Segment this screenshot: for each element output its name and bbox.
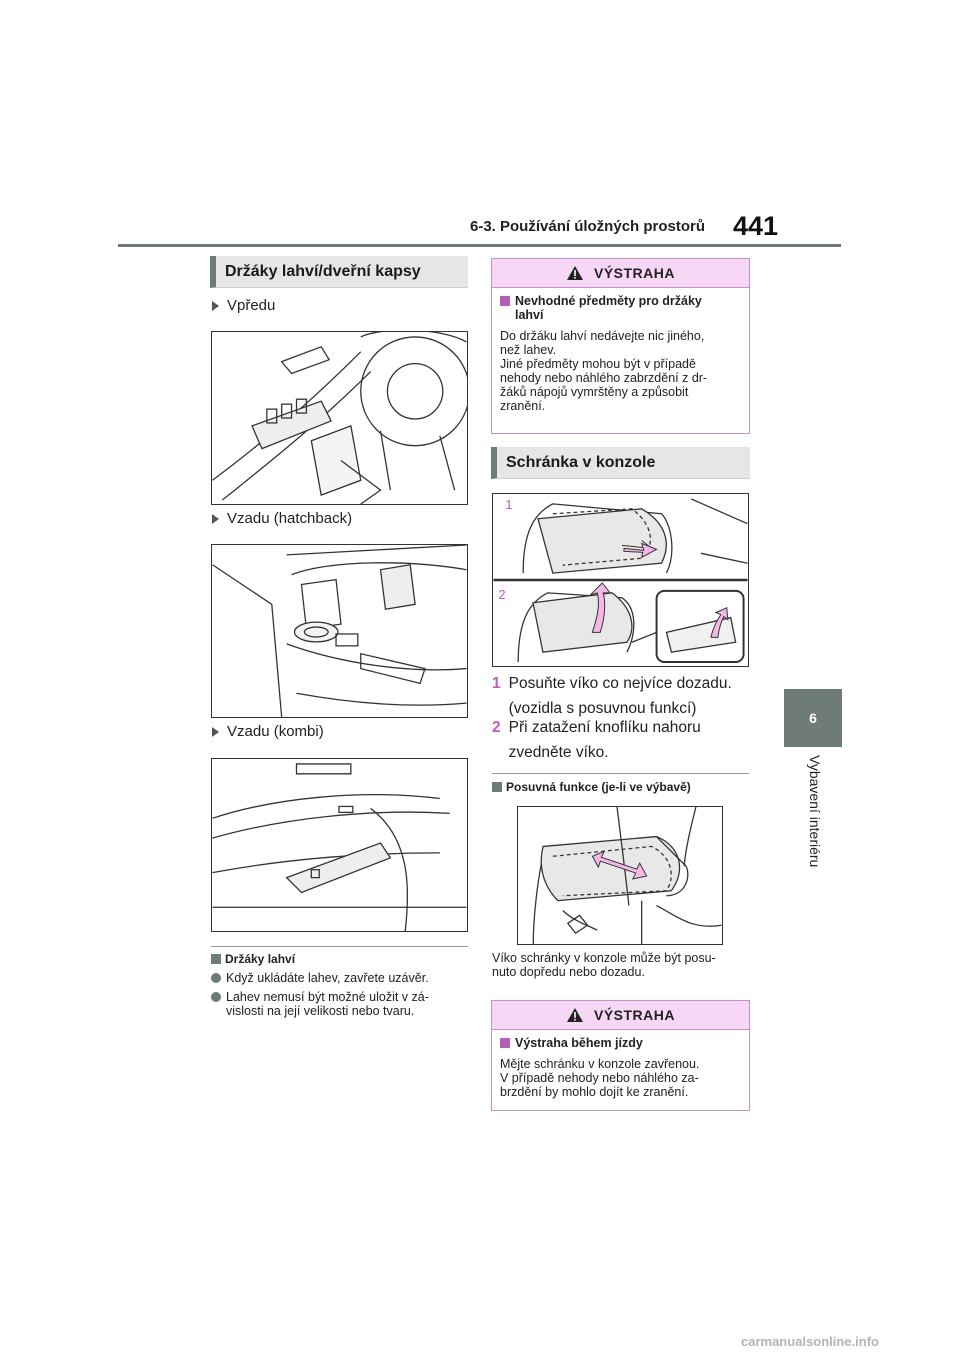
square-bullet-icon [492,782,502,792]
triangle-bullet-icon [212,300,219,311]
warning-header: VÝSTRAHA [492,1001,749,1030]
rear-kombi-door-illustration [212,763,467,931]
page-number: 441 [733,211,779,241]
triangle-bullet-icon [212,726,219,737]
warning-body: Do držáku lahví nedávejte nic jiného, ne… [500,329,708,413]
figure-marker-2: 2 [498,587,505,602]
header-divider [118,244,841,247]
figure-label-text: Vpředu [227,297,276,314]
figure-label-rear-hatchback: Vzadu (hatchback) [212,510,352,527]
round-bullet-icon [211,973,221,983]
figure-label-front: Vpředu [212,297,275,314]
warning-subtitle: Výstraha během jízdy [492,1030,749,1050]
figure-rear-hatchback-bottle-holder [211,544,468,718]
console-slide-illustration [532,807,722,944]
triangle-bullet-icon [212,513,219,524]
figure-label-text: Vzadu (kombi) [227,723,324,740]
warning-triangle-icon [566,266,583,280]
note-text: Když ukládáte lahev, zavřete uzávěr. [226,971,429,985]
slide-note-divider [492,773,749,774]
figure-rear-kombi-bottle-holder [211,758,468,932]
instruction-step-1: 1 Posuňte víko co nejvíce dozadu. (vozid… [492,673,752,719]
notes-title-bottle-holders: Držáky lahví [211,952,295,966]
square-bullet-icon [500,1038,510,1048]
round-bullet-icon [211,992,221,1002]
figure-front-door-bottle-holder [211,331,468,505]
console-box-illustration: 1 2 [493,497,748,664]
front-door-illustration [212,332,467,504]
step-text: Posuňte víko co nejvíce dozadu. (vozidla… [508,675,732,717]
note-item: Lahev nemusí být možné uložit v zá-vislo… [211,990,471,1018]
warning-body: Mějte schránku v konzole zavřenou. V pří… [500,1057,700,1099]
warning-header: VÝSTRAHA [492,259,749,288]
section-heading-bottle-holders: Držáky lahví/dveřní kapsy [210,256,468,288]
chapter-tab: 6 [784,689,842,747]
figure-marker-1: 1 [505,497,512,512]
notes-title-slide-function: Posuvná funkce (je-li ve výbavě) [492,780,691,794]
square-bullet-icon [211,954,221,964]
figure-console-slide [517,806,723,945]
chapter-label: Vybavení interiéru [807,755,823,868]
instruction-step-2: 2 Při zatažení knoflíku nahoru zvedněte … [492,717,752,763]
section-title: 6-3. Používání úložných prostorů [470,218,706,235]
rear-hatchback-door-illustration [212,545,467,717]
square-bullet-icon [500,296,510,306]
step-text: Při zatažení knoflíku nahoru zvedněte ví… [508,719,701,761]
slide-caption: Víko schránky v konzole může být posu- n… [492,951,716,979]
figure-console-box-steps: 1 2 [492,493,749,667]
step-number: 1 [492,675,501,692]
chapter-number: 6 [809,710,817,726]
note-item: Když ukládáte lahev, zavřete uzávěr. [211,971,471,985]
note-text: Lahev nemusí být možné uložit v zá-vislo… [226,990,429,1018]
notes-divider [211,946,468,947]
warning-box-while-driving: VÝSTRAHA Výstraha během jízdy Mějte schr… [491,1000,750,1111]
figure-label-text: Vzadu (hatchback) [227,510,353,527]
figure-label-rear-kombi: Vzadu (kombi) [212,723,324,740]
warning-triangle-icon [566,1008,583,1022]
step-number: 2 [492,719,501,736]
footer-watermark: carmanualsonline.info [741,1334,879,1349]
section-heading-console-box: Schránka v konzole [491,447,750,479]
